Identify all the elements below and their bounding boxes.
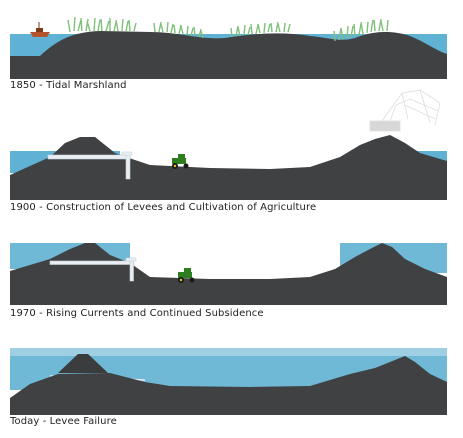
sunken-levee xyxy=(58,354,108,373)
drain-pipe-icon xyxy=(47,151,133,180)
caption-today: Today - Levee Failure xyxy=(10,416,117,427)
caption-1900: 1900 - Construction of Levees and Cultiv… xyxy=(10,202,317,213)
panel-today xyxy=(10,340,447,415)
caption-1850: 1850 - Tidal Marshland xyxy=(10,80,127,91)
levee-ground xyxy=(10,135,447,200)
panel-1970 xyxy=(10,233,447,305)
tractor-icon xyxy=(172,154,189,169)
levee-construction-illustration xyxy=(10,89,447,200)
boat-icon xyxy=(30,22,50,37)
rising-currents-illustration xyxy=(10,243,447,305)
tidal-marshland-illustration xyxy=(10,16,447,79)
levee-ground xyxy=(10,243,447,305)
levee-failure-illustration xyxy=(10,348,447,415)
subsided-ground xyxy=(10,356,447,415)
caption-1970: 1970 - Rising Currents and Continued Sub… xyxy=(10,308,264,319)
marsh-grass-icon xyxy=(67,16,389,42)
dredge-crane-icon xyxy=(369,89,441,132)
panel-1850 xyxy=(10,14,447,79)
drain-pipe-icon xyxy=(49,257,137,282)
panel-1900 xyxy=(10,85,447,200)
marsh-ground xyxy=(10,31,447,79)
flood-water-surface xyxy=(10,348,447,358)
tractor-icon xyxy=(178,268,195,283)
